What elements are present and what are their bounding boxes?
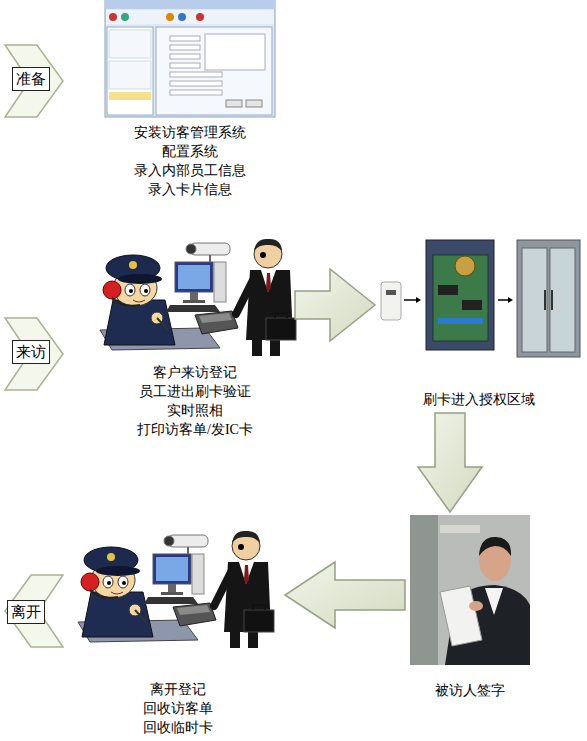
photo-frame: [205, 34, 265, 70]
form-field: [170, 45, 200, 50]
button: [226, 100, 242, 107]
caption-block: 离开登记回收访客单回收临时卡: [70, 680, 285, 737]
leaving-scene: [78, 531, 274, 648]
shelf: [440, 525, 480, 533]
form-panel: [156, 27, 272, 115]
chevron-shape: [5, 45, 63, 117]
visitee-hand: [469, 601, 483, 611]
caption-line: 录入内部员工信息: [100, 161, 280, 180]
wire-arrow: [498, 299, 508, 301]
caption-line: 刷卡进入授权区域: [375, 390, 582, 409]
form-field: [170, 54, 200, 59]
button: [246, 100, 262, 107]
form-field: [170, 36, 200, 41]
door: [517, 240, 580, 357]
wire-arrowhead: [416, 297, 421, 303]
calendar-highlight: [109, 92, 151, 100]
caption-line: 安装访客管理系统: [100, 123, 280, 142]
caption-line: 打印访客单/发IC卡: [95, 420, 295, 439]
flow-arrow: [418, 413, 482, 512]
caption-line: 客户来访登记: [95, 363, 295, 382]
step-label: 准备: [12, 67, 50, 91]
step-chevron: 准备: [5, 45, 63, 117]
door-handle: [544, 290, 546, 310]
toolbar-icon: [166, 13, 174, 21]
caption-line: 录入卡片信息: [100, 180, 280, 199]
caption-line: 被访人签字: [405, 681, 535, 700]
form-field: [170, 81, 222, 86]
illustration-node: 安装访客管理系统配置系统录入内部员工信息录入卡片信息: [100, 0, 280, 200]
toolbar-icon: [121, 13, 129, 21]
reader-window: [386, 290, 396, 295]
visitee-shirt: [485, 588, 503, 615]
illustration-node: 离开登记回收访客单回收临时卡: [70, 522, 285, 737]
toolbar-icon: [196, 13, 204, 21]
form-field: [170, 90, 222, 95]
office-partition: [410, 515, 438, 665]
chevron-shape: [5, 575, 63, 647]
caption-block: 安装访客管理系统配置系统录入内部员工信息录入卡片信息: [100, 123, 280, 199]
illustration-node: 客户来访登记员工进出刷卡验证实时照相打印访客单/发IC卡: [95, 238, 295, 443]
door-glass: [550, 248, 575, 352]
caption-line: 回收访客单: [70, 699, 285, 718]
toolbar: [106, 10, 274, 24]
toolbar-icon: [178, 13, 186, 21]
terminal-block: [438, 318, 483, 324]
chip: [438, 285, 458, 295]
form-field: [170, 72, 222, 77]
door-glass: [522, 248, 547, 352]
caption-line: 实时照相: [95, 401, 295, 420]
transformer: [455, 256, 475, 276]
flow-arrow: [285, 562, 405, 628]
chip: [462, 300, 482, 310]
caption-line: 离开登记: [70, 680, 285, 699]
toolbar-icon: [109, 13, 117, 21]
flow-arrow: [295, 269, 375, 341]
chevron-shape: [5, 318, 63, 390]
calendar: [109, 61, 151, 89]
calendar-panel: [107, 27, 153, 115]
title-bar: [105, 0, 275, 9]
step-chevron: 离开: [5, 575, 63, 647]
caption-line: 回收临时卡: [70, 718, 285, 737]
step-chevron: 来访: [5, 318, 63, 390]
illustration-node: 刷卡进入授权区域: [375, 238, 582, 413]
caption-block: 刷卡进入授权区域: [375, 390, 582, 409]
form-field: [170, 63, 200, 68]
circuit-board: [433, 255, 488, 341]
calendar: [109, 30, 151, 58]
visitee-hair: [479, 537, 511, 556]
caption-line: 员工进出刷卡验证: [95, 382, 295, 401]
illustration-node: 被访人签字: [405, 512, 535, 704]
wire-arrowhead: [508, 297, 513, 303]
controller-box: [426, 240, 494, 350]
document: [440, 586, 482, 646]
card-reader: [381, 282, 401, 320]
software-window: [105, 0, 275, 117]
caption-line: 配置系统: [100, 142, 280, 161]
caption-block: 被访人签字: [405, 681, 535, 700]
caption-block: 客户来访登记员工进出刷卡验证实时照相打印访客单/发IC卡: [95, 363, 295, 439]
step-label: 来访: [12, 340, 50, 364]
registration-scene: [100, 239, 296, 356]
wire-arrow: [404, 299, 416, 301]
step-label: 离开: [7, 600, 45, 624]
door-handle: [551, 290, 553, 310]
photo-background: [410, 515, 530, 665]
